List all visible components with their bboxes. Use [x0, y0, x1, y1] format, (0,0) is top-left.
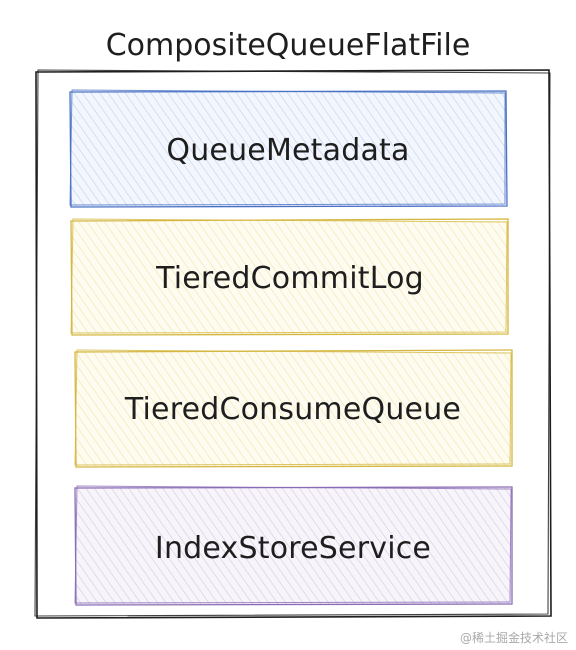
component-queue-metadata: QueueMetadata — [69, 89, 508, 208]
watermark: @稀土掘金技术社区 — [459, 631, 568, 645]
component-tiered-consume-queue: TieredConsumeQueue — [74, 349, 513, 468]
component-index-store-service: IndexStoreService — [74, 485, 513, 606]
outer-container — [34, 69, 552, 619]
component-tiered-commit-log: TieredCommitLog — [70, 218, 509, 336]
diagram-title: CompositeQueueFlatFile — [106, 28, 471, 63]
component-label: QueueMetadata — [166, 133, 409, 168]
component-label: TieredConsumeQueue — [124, 392, 461, 427]
component-label: TieredCommitLog — [155, 261, 424, 296]
component-label: IndexStoreService — [155, 531, 431, 566]
